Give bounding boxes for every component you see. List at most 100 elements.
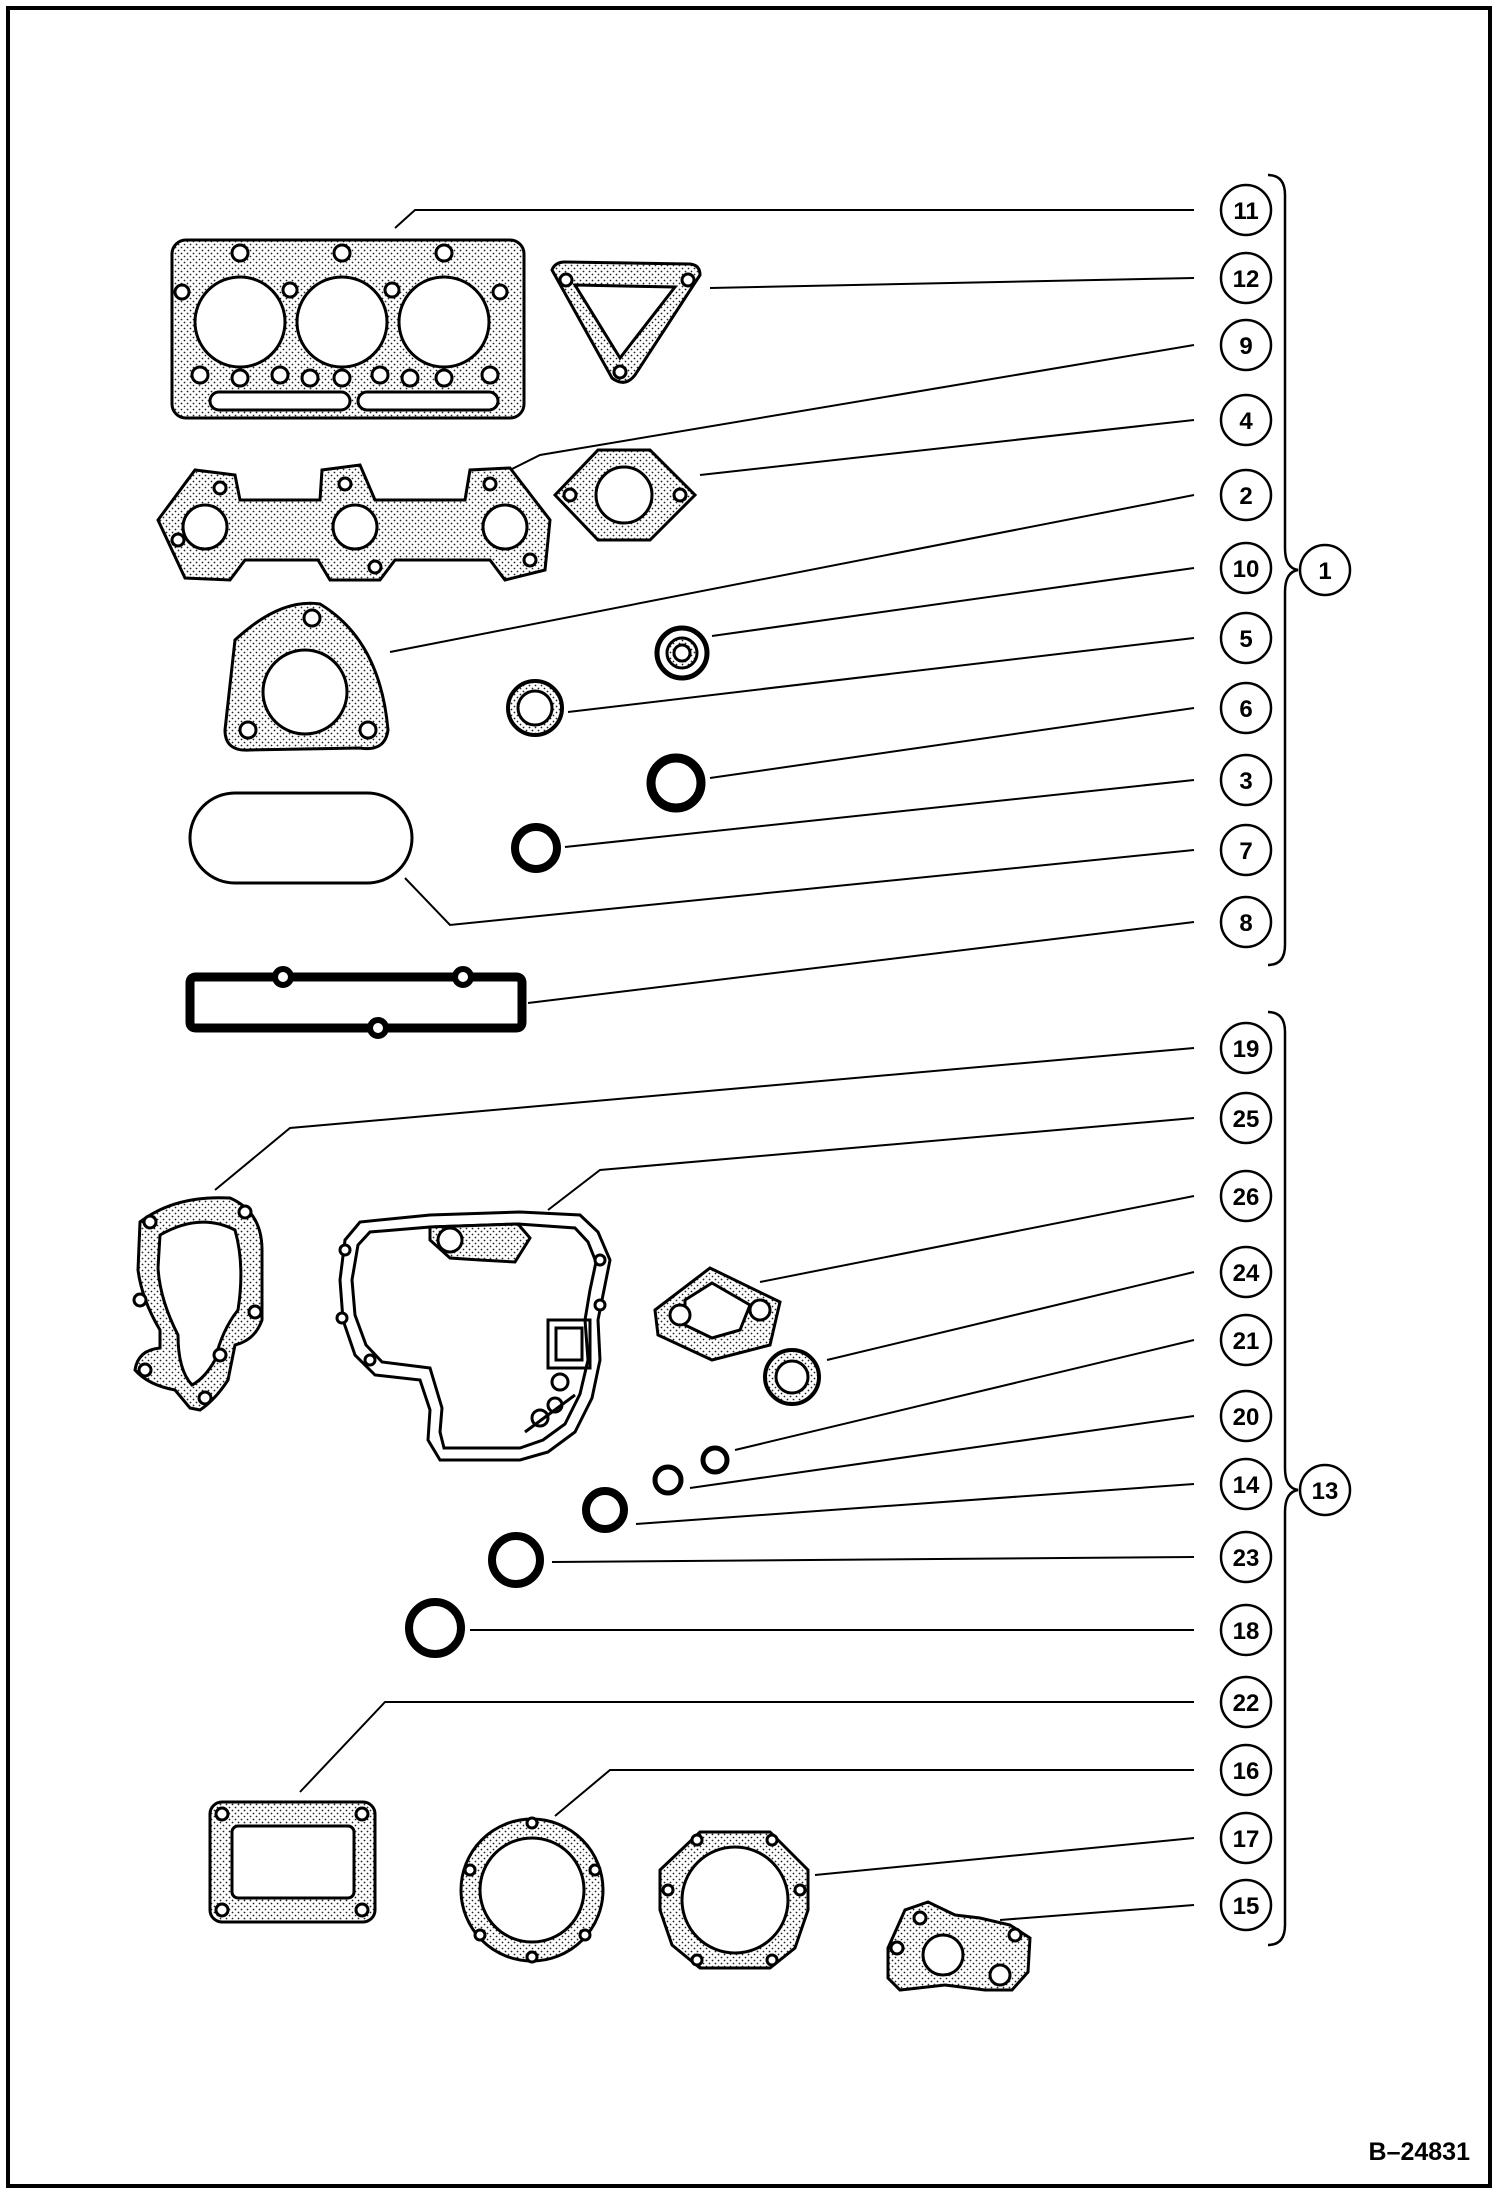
leader-3 (564, 779, 1195, 848)
leader-19 (214, 1047, 1195, 1191)
part-14-o-ring (582, 1487, 628, 1533)
svg-text:20: 20 (1233, 1404, 1260, 1431)
svg-text:4: 4 (1239, 408, 1253, 435)
callout-4: 4 (1219, 393, 1273, 447)
svg-text:18: 18 (1233, 1618, 1260, 1645)
part-16-round-gasket (459, 1816, 605, 1964)
leader-2 (389, 494, 1195, 653)
callout-3: 3 (1219, 753, 1273, 807)
callout-15: 15 (1219, 1878, 1273, 1932)
svg-text:22: 22 (1233, 1690, 1260, 1717)
part-21-o-ring (700, 1445, 730, 1475)
bracket-lower (1267, 1010, 1299, 1947)
callout-2: 2 (1219, 468, 1273, 522)
leader-23 (551, 1556, 1195, 1563)
svg-text:6: 6 (1239, 696, 1252, 723)
svg-text:11: 11 (1233, 198, 1258, 225)
leader-24 (826, 1271, 1195, 1361)
callouts-lower: 19 25 26 24 21 20 14 23 18 22 16 17 15 (1219, 1021, 1273, 1932)
svg-text:14: 14 (1233, 1472, 1260, 1499)
svg-text:5: 5 (1239, 626, 1252, 653)
svg-text:12: 12 (1233, 266, 1260, 293)
part-26-diamond-gasket (653, 1266, 782, 1362)
part-18-o-ring (405, 1598, 465, 1658)
leader-6 (709, 707, 1195, 779)
group-callout-13: 13 (1298, 1463, 1352, 1517)
part-22-rect-gasket (208, 1800, 377, 1924)
callout-25: 25 (1219, 1091, 1273, 1145)
page-border (6, 6, 1492, 2188)
callout-17: 17 (1219, 1811, 1273, 1865)
leader-lines (214, 209, 1195, 1921)
part-8-rocker-cover-gasket (185, 966, 527, 1039)
svg-text:10: 10 (1233, 556, 1260, 583)
callout-8: 8 (1219, 895, 1273, 949)
callout-24: 24 (1219, 1245, 1273, 1299)
svg-text:16: 16 (1233, 1758, 1260, 1785)
svg-text:26: 26 (1233, 1184, 1260, 1211)
leader-26 (759, 1195, 1195, 1283)
leader-21 (734, 1339, 1195, 1451)
callout-7: 7 (1219, 823, 1273, 877)
leader-16 (554, 1769, 1194, 1817)
part-9-manifold-gasket (156, 463, 552, 582)
callout-16: 16 (1219, 1743, 1273, 1797)
svg-text:19: 19 (1233, 1036, 1260, 1063)
leader-10 (711, 567, 1195, 637)
svg-text:17: 17 (1233, 1826, 1260, 1853)
leader-5 (567, 637, 1195, 713)
leader-14 (635, 1483, 1195, 1525)
leader-11 (394, 209, 1194, 229)
part-20-o-ring (652, 1464, 684, 1496)
leader-15 (999, 1904, 1195, 1921)
part-11-head-gasket (170, 238, 526, 420)
callout-14: 14 (1219, 1457, 1273, 1511)
part-25-timing-cover-gasket (335, 1210, 612, 1462)
svg-text:9: 9 (1239, 333, 1252, 360)
svg-text:1: 1 (1318, 558, 1331, 585)
leader-4 (699, 419, 1195, 476)
part-7-oval-gasket (188, 791, 414, 885)
part-23-o-ring (488, 1532, 544, 1588)
svg-text:13: 13 (1312, 1478, 1339, 1505)
leader-22 (299, 1701, 1194, 1793)
group-callout-1: 1 (1298, 543, 1352, 597)
leader-20 (689, 1415, 1195, 1489)
part-2-thermostat-gasket (223, 601, 390, 752)
leader-7 (404, 849, 1195, 927)
callouts-upper: 11 12 9 4 2 10 5 6 3 7 8 (1219, 183, 1273, 949)
callout-9: 9 (1219, 318, 1273, 372)
part-19-water-pump-gasket (132, 1196, 264, 1412)
callout-6: 6 (1219, 681, 1273, 735)
part-12-triangle-gasket (550, 260, 702, 384)
callout-18: 18 (1219, 1603, 1273, 1657)
leader-9 (509, 344, 1195, 471)
leader-8 (527, 921, 1195, 1004)
svg-text:3: 3 (1239, 768, 1252, 795)
leader-17 (814, 1837, 1195, 1876)
svg-text:21: 21 (1233, 1328, 1260, 1355)
part-4-flange-gasket (552, 448, 698, 542)
callout-10: 10 (1219, 541, 1273, 595)
part-24-washer (763, 1348, 821, 1406)
leader-25 (547, 1117, 1195, 1211)
part-10-seal (654, 625, 710, 681)
svg-text:25: 25 (1233, 1106, 1260, 1133)
svg-text:15: 15 (1233, 1893, 1260, 1920)
callout-5: 5 (1219, 611, 1273, 665)
callout-23: 23 (1219, 1530, 1273, 1584)
callout-12: 12 (1219, 251, 1273, 305)
callout-20: 20 (1219, 1389, 1273, 1443)
part-3-o-ring (511, 823, 561, 873)
svg-text:24: 24 (1233, 1260, 1260, 1287)
svg-text:8: 8 (1239, 910, 1252, 937)
svg-text:7: 7 (1239, 838, 1252, 865)
callout-26: 26 (1219, 1169, 1273, 1223)
part-5-washer (506, 679, 564, 737)
callout-19: 19 (1219, 1021, 1273, 1075)
callout-11: 11 (1219, 183, 1273, 237)
part-6-o-ring (646, 753, 706, 813)
figure-id: B–24831 (1369, 2138, 1471, 2166)
callout-21: 21 (1219, 1313, 1273, 1367)
